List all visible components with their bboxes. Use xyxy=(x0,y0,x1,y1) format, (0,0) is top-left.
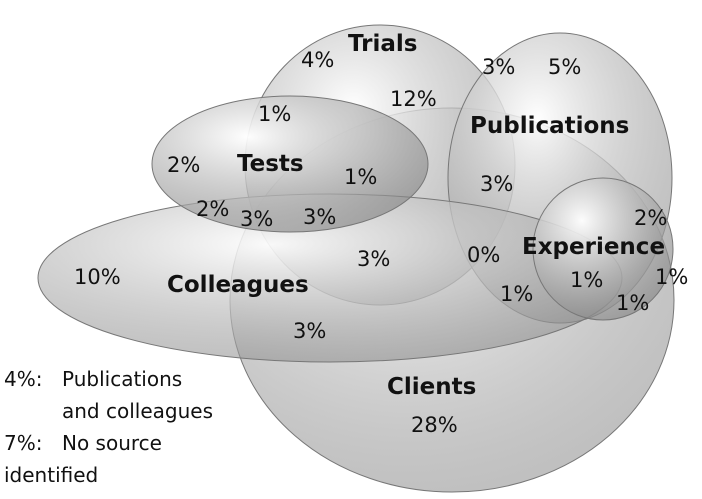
region-percent: 2% xyxy=(634,206,667,230)
region-percent: 4% xyxy=(301,48,334,72)
region-percent: 1% xyxy=(570,268,603,292)
note-publications-colleagues-value: 4%: xyxy=(4,367,42,391)
colleagues-label: Colleagues xyxy=(167,272,309,298)
region-percent: 5% xyxy=(548,55,581,79)
region-percent: 0% xyxy=(467,243,500,267)
trials-label: Trials xyxy=(348,31,417,57)
region-percent: 1% xyxy=(500,282,533,306)
region-percent: 3% xyxy=(293,319,326,343)
experience-label: Experience xyxy=(522,234,665,260)
note-publications-colleagues-line1: Publications xyxy=(62,367,182,391)
note-no-source-line2: identified xyxy=(4,463,98,487)
region-percent: 28% xyxy=(411,413,458,437)
tests-label: Tests xyxy=(237,151,304,177)
note-publications-colleagues-line2: and colleagues xyxy=(62,399,213,423)
region-percent: 12% xyxy=(390,87,437,111)
region-percent: 1% xyxy=(258,102,291,126)
region-percent: 3% xyxy=(480,172,513,196)
region-percent: 2% xyxy=(196,197,229,221)
clients-label: Clients xyxy=(387,374,476,400)
region-percent: 1% xyxy=(616,291,649,315)
region-percent: 3% xyxy=(357,247,390,271)
note-no-source-line1: No source xyxy=(62,431,162,455)
publications-label: Publications xyxy=(470,113,629,139)
region-percent: 1% xyxy=(344,165,377,189)
region-percent: 3% xyxy=(240,207,273,231)
region-percent: 3% xyxy=(303,205,336,229)
tests-set-shape xyxy=(151,95,429,233)
note-no-source-value: 7%: xyxy=(4,431,42,455)
region-percent: 3% xyxy=(482,55,515,79)
region-percent: 1% xyxy=(655,265,688,289)
region-percent: 10% xyxy=(74,265,121,289)
region-percent: 2% xyxy=(167,153,200,177)
experience-set-shape xyxy=(532,177,674,321)
